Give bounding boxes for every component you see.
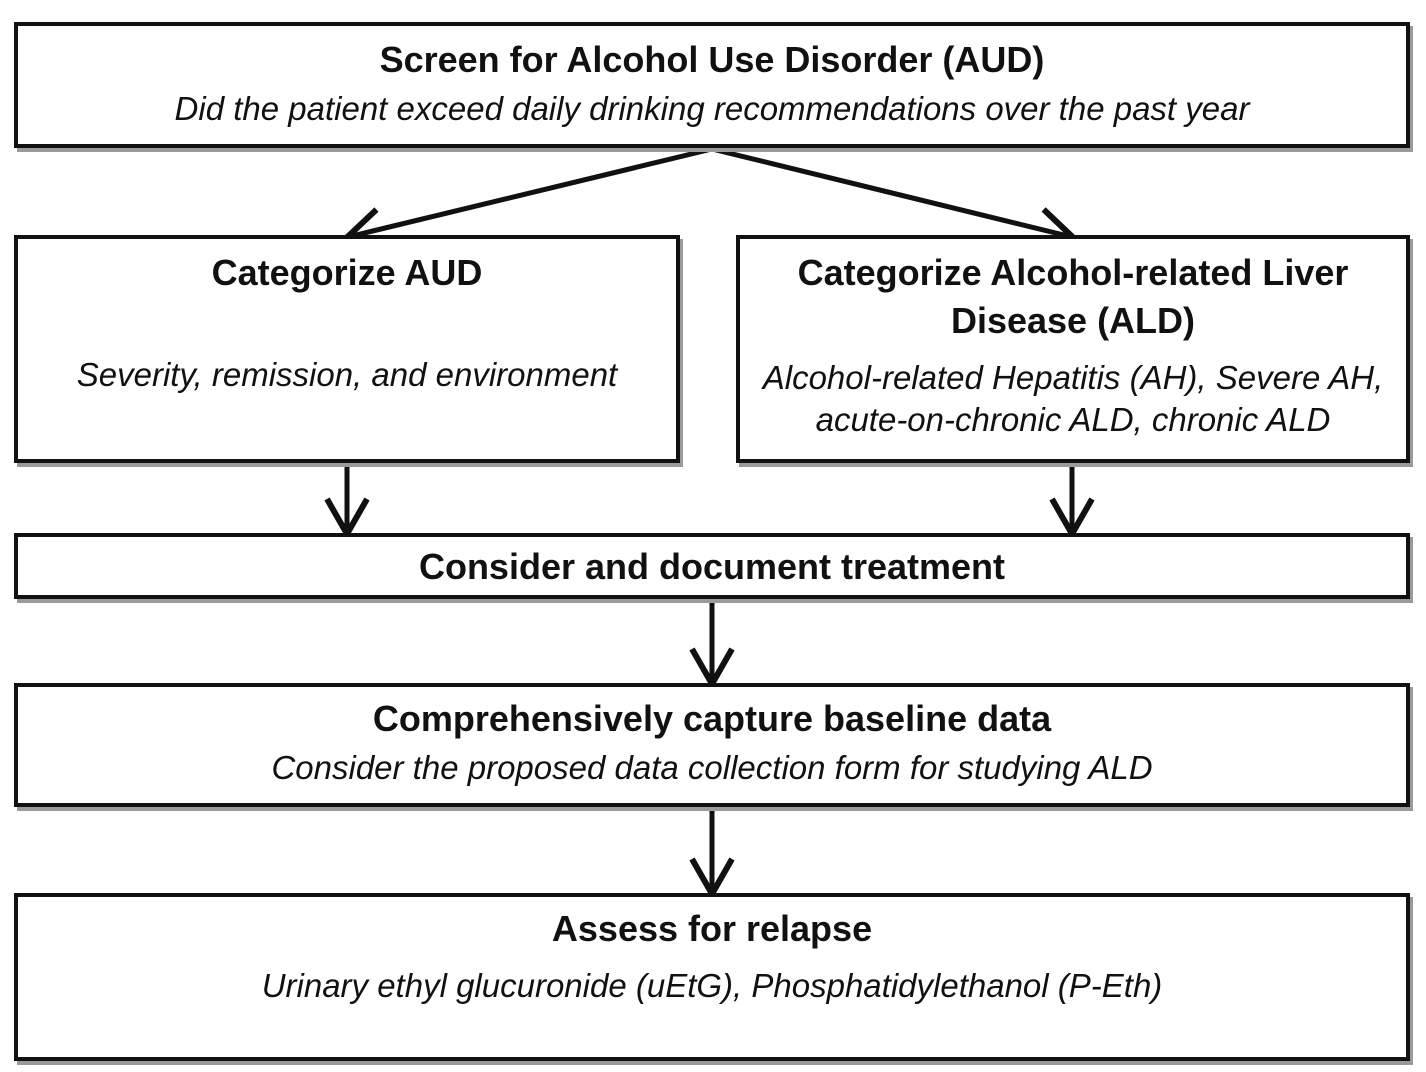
categorize-ald-title: Categorize Alcohol-related Liver Disease… bbox=[797, 252, 1349, 341]
baseline-data-subtitle: Consider the proposed data collection fo… bbox=[271, 749, 1153, 786]
categorize-aud-title: Categorize AUD bbox=[211, 252, 483, 293]
categorize-aud-box: Categorize AUD Severity, remission, and … bbox=[14, 235, 680, 463]
arrow-screen-to-aud bbox=[341, 146, 713, 252]
relapse-box: Assess for relapse Urinary ethyl glucuro… bbox=[14, 893, 1410, 1061]
relapse-subtitle: Urinary ethyl glucuronide (uEtG), Phosph… bbox=[261, 967, 1163, 1004]
screen-aud-box: Screen for Alcohol Use Disorder (AUD) Di… bbox=[14, 22, 1410, 148]
baseline-data-title: Comprehensively capture baseline data bbox=[372, 698, 1052, 739]
relapse-title: Assess for relapse bbox=[551, 908, 873, 949]
categorize-ald-box: Categorize Alcohol-related Liver Disease… bbox=[736, 235, 1410, 463]
arrow-screen-to-ald bbox=[711, 146, 1079, 252]
treatment-title: Consider and document treatment bbox=[418, 546, 1006, 587]
baseline-data-box: Comprehensively capture baseline data Co… bbox=[14, 683, 1410, 807]
screen-aud-title: Screen for Alcohol Use Disorder (AUD) bbox=[379, 39, 1045, 80]
screen-aud-subtitle: Did the patient exceed daily drinking re… bbox=[174, 90, 1250, 127]
categorize-ald-subtitle: Alcohol-related Hepatitis (AH), Severe A… bbox=[762, 359, 1384, 438]
treatment-box: Consider and document treatment bbox=[14, 533, 1410, 599]
categorize-aud-subtitle: Severity, remission, and environment bbox=[76, 356, 618, 393]
